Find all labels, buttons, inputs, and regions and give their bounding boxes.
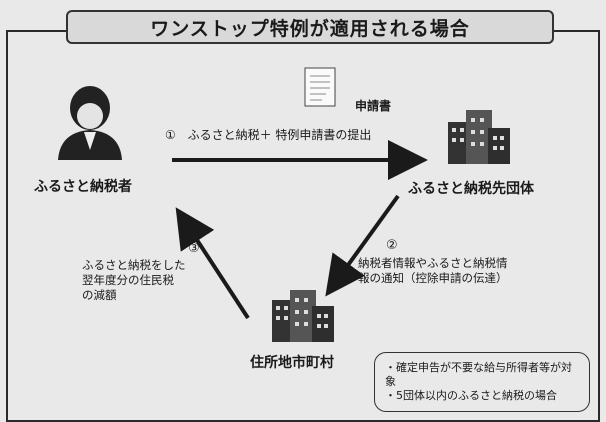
step2-label: 納税者情報やふるさと納税情 報の通知（控除申請の伝達） (358, 256, 508, 286)
note-line-2: ・5団体以内のふるさと納税の場合 (385, 389, 557, 402)
step2-line1: 納税者情報やふるさと納税情 (358, 256, 508, 270)
arrow-step2 (325, 194, 400, 297)
step3-line1: ふるさと納税をした (82, 258, 186, 272)
building-icon-destination (448, 110, 510, 164)
step1-number: ① (165, 128, 176, 142)
step3-label: ふるさと納税をした 翌年度分の住民税 の減額 (82, 258, 186, 303)
building-icon-residence (272, 290, 334, 342)
step3-line3: の減額 (82, 288, 117, 302)
node-destination: ふるさと納税先団体 (408, 181, 534, 197)
step3-line2: 翌年度分の住民税 (82, 273, 174, 287)
node-residence: 住所地市町村 (250, 355, 334, 371)
document-icon (304, 67, 336, 107)
step2-number: ② (386, 238, 398, 253)
step1-text: ふるさと納税＋ 特例申請書の提出 (187, 128, 372, 142)
step2-line2: 報の通知（控除申請の伝達） (358, 271, 508, 285)
arrow-step3 (175, 207, 250, 320)
person-icon (58, 86, 122, 160)
note-line-1: ・確定申告が不要な給与所得者等が対象 (385, 361, 572, 388)
document-label: 申請書 (355, 99, 392, 113)
conditions-note: ・確定申告が不要な給与所得者等が対象 ・5団体以内のふるさと納税の場合 (374, 352, 590, 412)
diagram-title: ワンストップ特例が適用される場合 (66, 10, 554, 44)
node-taxpayer: ふるさと納税者 (34, 179, 132, 195)
step3-number: ③ (188, 241, 200, 256)
step1-label: ① ふるさと納税＋ 特例申請書の提出 (165, 126, 371, 143)
